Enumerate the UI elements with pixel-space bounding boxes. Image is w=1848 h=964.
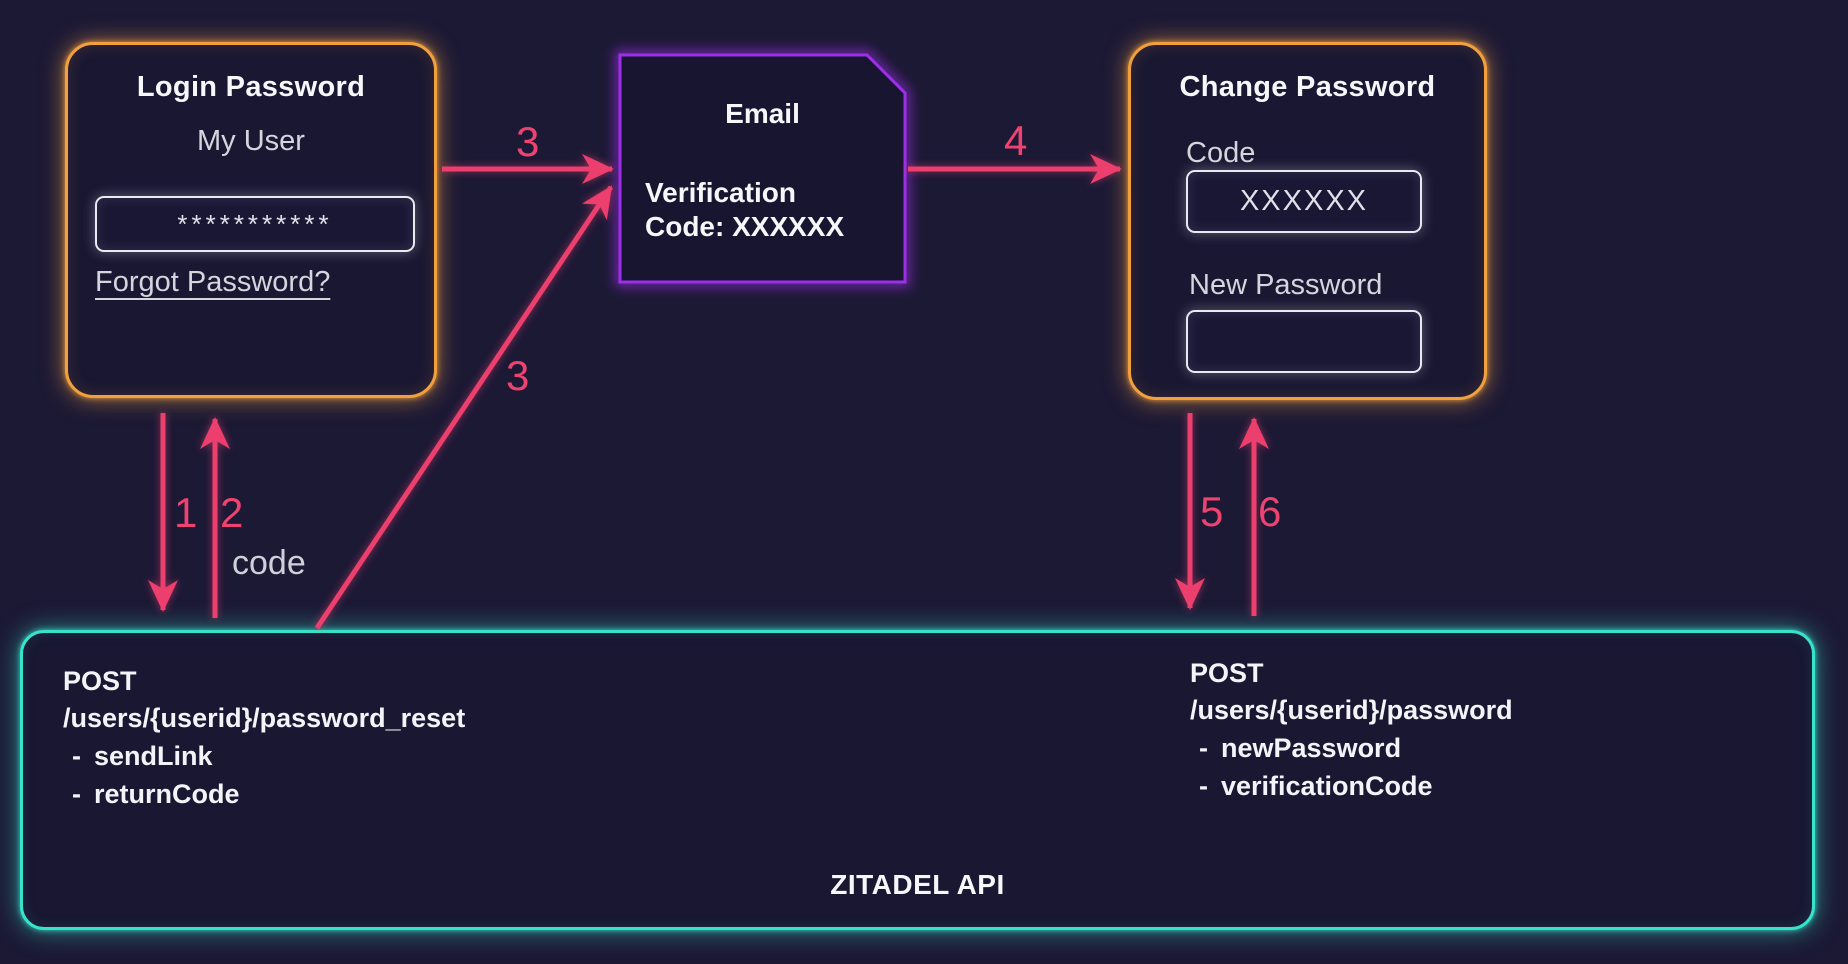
api-param-label: verificationCode — [1221, 771, 1433, 801]
api-param-label: returnCode — [94, 779, 240, 809]
code-label: Code — [1186, 137, 1256, 169]
change-password-box: Change Password Code XXXXXX New Password — [1128, 42, 1487, 400]
api-endpoint-password: POST /users/{userid}/password - newPassw… — [1190, 655, 1513, 805]
api-param-newpassword: - newPassword — [1190, 729, 1513, 767]
step-label-2: 2 — [220, 489, 244, 536]
step-label-4: 4 — [1004, 117, 1028, 164]
email-box-body: Verification Code: XXXXXX — [645, 176, 844, 244]
new-password-input[interactable] — [1186, 310, 1422, 373]
code-input[interactable]: XXXXXX — [1186, 170, 1422, 233]
api-param-returncode: - returnCode — [63, 775, 465, 813]
bullet-dash: - — [1199, 733, 1208, 763]
api-param-sendlink: - sendLink — [63, 737, 465, 775]
step-label-3-horizontal: 3 — [516, 118, 540, 165]
email-body-line2: Code: XXXXXX — [645, 211, 845, 242]
api-path-password-reset: /users/{userid}/password_reset — [63, 703, 466, 733]
login-username: My User — [197, 125, 305, 157]
login-box-title: Login Password — [136, 71, 366, 103]
forgot-password-link[interactable]: Forgot Password? — [95, 266, 331, 298]
bullet-dash: - — [1199, 771, 1208, 801]
step-label-6: 6 — [1258, 488, 1282, 535]
zitadel-api-box: POST /users/{userid}/password_reset - se… — [20, 630, 1815, 930]
api-param-label: newPassword — [1221, 733, 1402, 763]
api-param-label: sendLink — [94, 741, 213, 771]
email-note-glow — [615, 50, 910, 287]
email-body-line1: Verification — [645, 177, 796, 208]
api-method-left: POST — [63, 666, 137, 696]
new-password-label: New Password — [1189, 269, 1383, 301]
email-note-border — [618, 53, 907, 284]
api-path-password: /users/{userid}/password — [1190, 695, 1513, 725]
api-param-verificationcode: - verificationCode — [1190, 767, 1513, 805]
api-method-right: POST — [1190, 658, 1264, 688]
code-value: XXXXXX — [1239, 185, 1369, 217]
change-box-title: Change Password — [1179, 71, 1436, 103]
bullet-dash: - — [72, 779, 81, 809]
step-label-5: 5 — [1200, 488, 1224, 535]
api-box-title: ZITADEL API — [830, 869, 1005, 900]
email-box-title: Email — [725, 98, 800, 129]
password-masked-value: *********** — [177, 208, 333, 239]
code-caption: code — [232, 544, 306, 582]
api-endpoint-password-reset: POST /users/{userid}/password_reset - se… — [63, 663, 465, 813]
login-password-box: Login Password My User *********** Forgo… — [65, 42, 437, 398]
password-input[interactable]: *********** — [95, 196, 415, 252]
step-label-3-diagonal: 3 — [506, 352, 530, 399]
step-label-1: 1 — [174, 489, 198, 536]
bullet-dash: - — [72, 741, 81, 771]
